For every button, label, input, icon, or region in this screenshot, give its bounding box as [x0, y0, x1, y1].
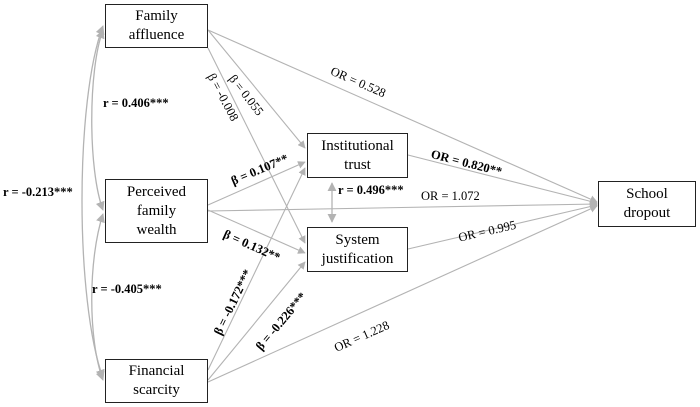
node-text: Institutional [321, 137, 394, 154]
corr-label-affluence-wealth: r = 0.406*** [103, 96, 169, 110]
path-label-wealth-dropout: OR = 1.072 [421, 189, 480, 203]
path-scarcity-trust [207, 167, 306, 371]
path-justification-dropout [407, 202, 598, 250]
node-text: Financial [128, 363, 185, 379]
node-text: Family [135, 8, 178, 24]
path-affluence-dropout [207, 29, 598, 203]
corr-curve-affluence-scarcity [81, 25, 105, 379]
node-text: affluence [128, 27, 185, 43]
node-text: family [136, 202, 177, 219]
node-text: System [335, 231, 380, 248]
node-school-dropout: School dropout [598, 181, 696, 227]
corr-label-trust-justification: r = 0.496*** [338, 183, 404, 197]
node-text: wealth [136, 221, 177, 238]
node-financial-scarcity: Financial scarcity [105, 359, 208, 403]
node-system-justification: System justification [307, 227, 408, 272]
path-affluence-justification [207, 47, 306, 244]
node-text: School [626, 186, 668, 202]
node-family-affluence: Family affluence [105, 4, 208, 48]
node-text: Perceived [126, 183, 187, 200]
node-institutional-trust: Institutional trust [307, 133, 408, 178]
corr-curve-affluence-wealth [91, 29, 105, 211]
path-wealth-dropout [207, 200, 598, 212]
corr-curve-wealth-scarcity [91, 213, 105, 381]
node-text: scarcity [133, 382, 180, 398]
node-text: dropout [623, 205, 671, 221]
path-scarcity-justification [207, 261, 306, 381]
corr-label-affluence-scarcity: r = -0.213*** [3, 185, 73, 199]
corr-label-wealth-scarcity: r = -0.405*** [92, 282, 162, 296]
path-affluence-trust [207, 29, 306, 149]
path-wealth-trust [207, 161, 306, 206]
path-wealth-justification [207, 209, 306, 254]
path-trust-dropout [407, 154, 598, 206]
node-text: justification [321, 250, 394, 267]
node-text: trust [344, 156, 371, 173]
path-scarcity-dropout [207, 205, 598, 383]
node-perceived-family-wealth: Perceived family wealth [105, 179, 208, 243]
